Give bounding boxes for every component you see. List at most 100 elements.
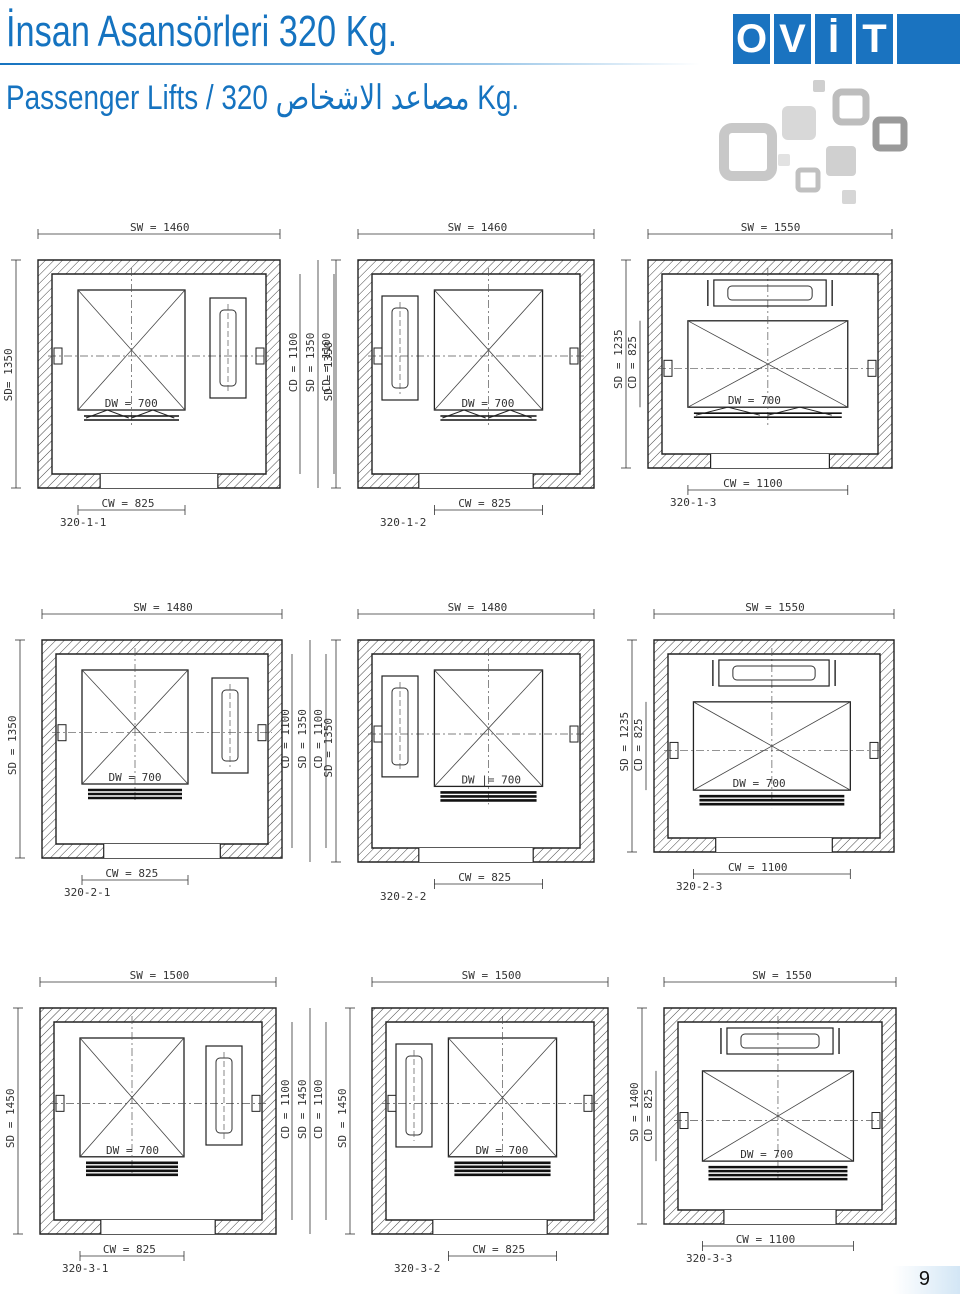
counterweight — [720, 1027, 840, 1055]
shaft-width-label: SW = 1480 — [133, 601, 193, 614]
door-width-label: DW = 700 — [740, 1148, 793, 1161]
shaft-width-label: SW = 1550 — [741, 221, 801, 234]
landing-door — [440, 409, 537, 421]
door-opening — [432, 1220, 548, 1234]
page-number: 9 — [918, 1268, 930, 1290]
car-depth-side-label: CD = 1100 — [287, 333, 300, 393]
counterweight — [707, 279, 833, 307]
logo-letter-t: T — [856, 14, 893, 64]
brand-bar — [897, 14, 960, 64]
door-opening — [418, 474, 534, 488]
landing-door — [440, 791, 537, 802]
door-width-label: DW = 700 — [105, 397, 158, 410]
door-opening — [715, 838, 833, 852]
door-width-label: DW = 700 — [109, 771, 162, 784]
car-width-label: CW = 825 — [472, 1243, 525, 1256]
shaft-depth-label: SD = 1235 — [618, 712, 631, 772]
landing-door — [84, 409, 179, 421]
shaft-width-label: SW = 1460 — [448, 221, 508, 234]
shaft-wall — [37, 259, 281, 489]
car-width-label: CW = 1100 — [723, 477, 783, 490]
shaft-width-label: SW = 1550 — [752, 969, 812, 982]
plan-code-label: 320-3-1 — [62, 1262, 108, 1275]
shaft-wall — [41, 639, 283, 859]
logo-letter-o: O — [733, 14, 770, 64]
door-opening — [710, 454, 830, 468]
decorative-squares — [719, 80, 908, 204]
lift-plan-320-2-2: DW |= 700 SW = 1480 SD = 1350 CW = 825 320-2… — [322, 601, 595, 903]
plan-code-label: 320-2-2 — [380, 890, 426, 903]
shaft-depth-label: SD = 1350 — [322, 342, 335, 402]
header-rule — [0, 63, 700, 65]
counterweight — [381, 675, 419, 778]
counterweight — [712, 659, 836, 687]
counterweight — [211, 677, 249, 774]
plan-code-label: 320-1-3 — [670, 496, 716, 509]
shaft-wall — [357, 259, 595, 489]
plan-code-label: 320-3-3 — [686, 1252, 732, 1265]
door-width-label: DW |= 700 — [461, 773, 521, 786]
car-width-label: CW = 825 — [458, 871, 511, 884]
plan-code-label: 320-1-1 — [60, 516, 106, 529]
landing-door — [693, 406, 842, 419]
counterweight — [209, 297, 247, 399]
landing-door — [708, 1165, 848, 1181]
car-width-label: CW = 825 — [458, 497, 511, 510]
shaft-wall — [357, 639, 595, 863]
shaft-wall — [39, 1007, 277, 1235]
page-number-tab: 9 — [893, 1266, 960, 1294]
landing-door — [454, 1161, 551, 1177]
landing-door — [699, 794, 845, 806]
shaft-wall — [647, 259, 893, 469]
car-depth-label: CD = 825 — [626, 336, 639, 389]
shaft-width-label: SW = 1480 — [448, 601, 508, 614]
car-width-label: CW = 825 — [105, 867, 158, 880]
car-depth-side-label: CD = 1100 — [279, 709, 292, 769]
door-opening — [100, 474, 218, 488]
door-width-label: DW = 700 — [106, 1144, 159, 1157]
car-depth-label: CD = 825 — [632, 718, 645, 771]
logo-letter-v: V — [774, 14, 811, 64]
plan-code-label: 320-3-2 — [394, 1262, 440, 1275]
landing-door — [88, 788, 182, 800]
door-width-label: DW = 700 — [461, 397, 514, 410]
shaft-depth-side-label: SD = 1350 — [296, 709, 309, 769]
lift-plan-320-2-1: DW = 700 SW = 1480 SD = 1350 CW = 825 320-2-… — [6, 601, 283, 899]
shaft-depth-label: SD = 1350 — [6, 716, 19, 776]
door-opening — [103, 844, 221, 858]
plan-code-label: 320-2-3 — [676, 880, 722, 893]
shaft-depth-label: SD = 1350 — [322, 718, 335, 778]
shaft-width-label: SW = 1500 — [462, 969, 522, 982]
plan-code-label: 320-2-1 — [64, 886, 110, 899]
landing-door — [86, 1161, 178, 1177]
shaft-depth-label: SD = 1450 — [4, 1089, 17, 1149]
plan-code-label: 320-1-2 — [380, 516, 426, 529]
shaft-depth-side-label: SD = 1350 — [304, 333, 317, 393]
car-width-label: CW = 825 — [102, 497, 155, 510]
shaft-depth-label: SD= 1350 — [2, 348, 15, 401]
shaft-wall — [371, 1007, 609, 1235]
counterweight — [395, 1043, 433, 1148]
shaft-width-label: SW = 1550 — [745, 601, 805, 614]
shaft-depth-side-label: SD = 1450 — [296, 1079, 309, 1139]
car-depth-side-label-2: CD = 1100 — [312, 1079, 325, 1139]
page-title: İnsan Asansörleri 320 Kg. — [6, 7, 398, 56]
car-width-label: CW = 1100 — [728, 861, 788, 874]
door-opening — [723, 1210, 837, 1224]
car-depth-label: CD = 825 — [642, 1089, 655, 1142]
lift-plan-320-1-2: DW = 700 SW = 1460 SD = 1350 CW = 825 320-1-… — [322, 221, 595, 529]
car-depth-side-label-2: CD = 1100 — [320, 333, 333, 393]
shaft-depth-label: SD = 1235 — [612, 329, 625, 389]
ovit-logo: O V İ T — [733, 14, 893, 64]
shaft-wall — [663, 1007, 897, 1225]
shaft-width-label: SW = 1460 — [130, 221, 190, 234]
page-subtitle: Passenger Lifts / مصاعد الاشخاص 320 Kg. — [6, 79, 520, 117]
